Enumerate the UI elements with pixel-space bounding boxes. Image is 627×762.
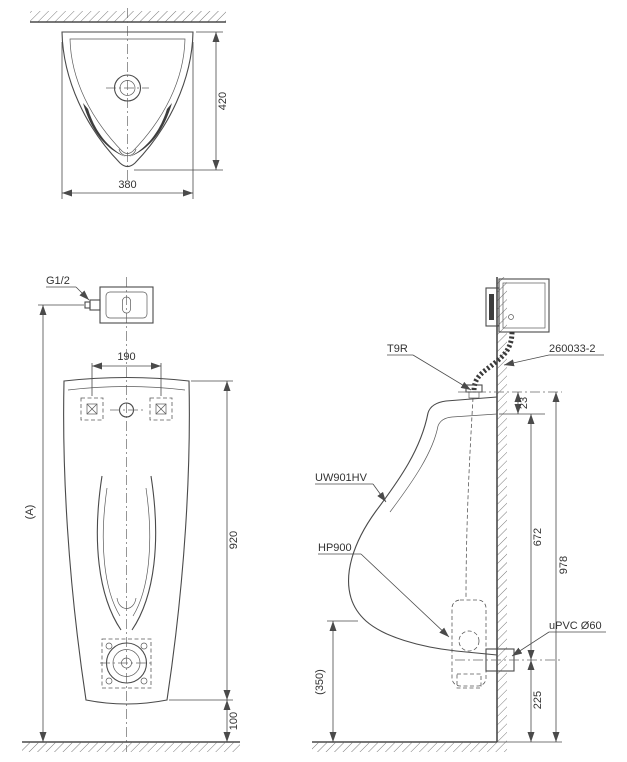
label-model: UW901HV bbox=[315, 472, 368, 484]
dim-350: (350) bbox=[314, 669, 326, 695]
leader-g12 bbox=[75, 286, 90, 301]
dim-920: 920 bbox=[228, 531, 240, 549]
label-trap: HP900 bbox=[318, 542, 352, 554]
urinal-top-inner-rim bbox=[69, 38, 186, 154]
urinal-top-outline bbox=[61, 31, 194, 168]
dim-672: 672 bbox=[532, 528, 544, 546]
leader-model bbox=[372, 483, 387, 503]
label-t9r: T9R bbox=[387, 343, 408, 355]
bowl-curve-left-inner bbox=[102, 487, 121, 617]
urinal-front-rim bbox=[67, 386, 186, 391]
sensor-plate bbox=[485, 287, 500, 327]
dim-380: 380 bbox=[118, 179, 136, 191]
flush-valve-side bbox=[485, 278, 550, 333]
bowl-wing-right bbox=[129, 103, 172, 157]
bowl-bottom-detail bbox=[116, 597, 137, 609]
internal-drain-line bbox=[465, 397, 474, 599]
urinal-side-inner-lip bbox=[389, 413, 498, 513]
dim-978: 978 bbox=[558, 556, 570, 574]
leader-outlet bbox=[511, 631, 550, 657]
urinal-side-profile bbox=[348, 396, 498, 656]
wall-hatch bbox=[30, 11, 226, 22]
spud-fitting-nut bbox=[468, 391, 480, 399]
flex-hose bbox=[471, 331, 515, 392]
bowl-wing-left bbox=[83, 103, 126, 157]
label-g12: G1/2 bbox=[46, 275, 70, 287]
leader-trap bbox=[360, 553, 450, 638]
front-view: G1/2 bbox=[22, 275, 240, 752]
label-outlet: uPVC Ø60 bbox=[549, 620, 602, 632]
dim-23: 23 bbox=[518, 397, 530, 409]
leader-hose bbox=[503, 354, 550, 367]
wall-hatch bbox=[497, 277, 507, 742]
inlet-flange bbox=[84, 301, 91, 309]
trap-outline bbox=[451, 599, 487, 689]
side-view: 23 672 978 225 (350) T9R 260033-2 UW901H… bbox=[312, 277, 606, 752]
leader-t9r bbox=[412, 354, 472, 391]
flush-valve-sensor bbox=[122, 296, 131, 314]
inlet-stub bbox=[89, 299, 101, 311]
fixing-bracket-left bbox=[80, 397, 104, 421]
dim-225: 225 bbox=[532, 691, 544, 709]
bowl-curve-right bbox=[131, 475, 157, 631]
dim-A: (A) bbox=[24, 505, 36, 520]
sensor-window bbox=[489, 294, 494, 320]
fixing-bracket-right bbox=[149, 397, 173, 421]
floor-hatch bbox=[312, 742, 507, 752]
flush-valve-plate bbox=[105, 291, 148, 319]
bowl-curve-left bbox=[96, 475, 122, 631]
floor-hatch bbox=[22, 742, 240, 752]
label-hose: 260033-2 bbox=[549, 343, 596, 355]
dim-420: 420 bbox=[217, 92, 229, 110]
bowl-curve-right-inner bbox=[132, 487, 151, 617]
dim-100: 100 bbox=[228, 712, 240, 730]
top-view: 420 380 bbox=[30, 8, 229, 199]
drain-flange bbox=[100, 638, 153, 689]
bowl-tip-detail bbox=[118, 148, 137, 157]
urinal-front-outline bbox=[63, 376, 190, 705]
dim-190: 190 bbox=[117, 351, 135, 363]
